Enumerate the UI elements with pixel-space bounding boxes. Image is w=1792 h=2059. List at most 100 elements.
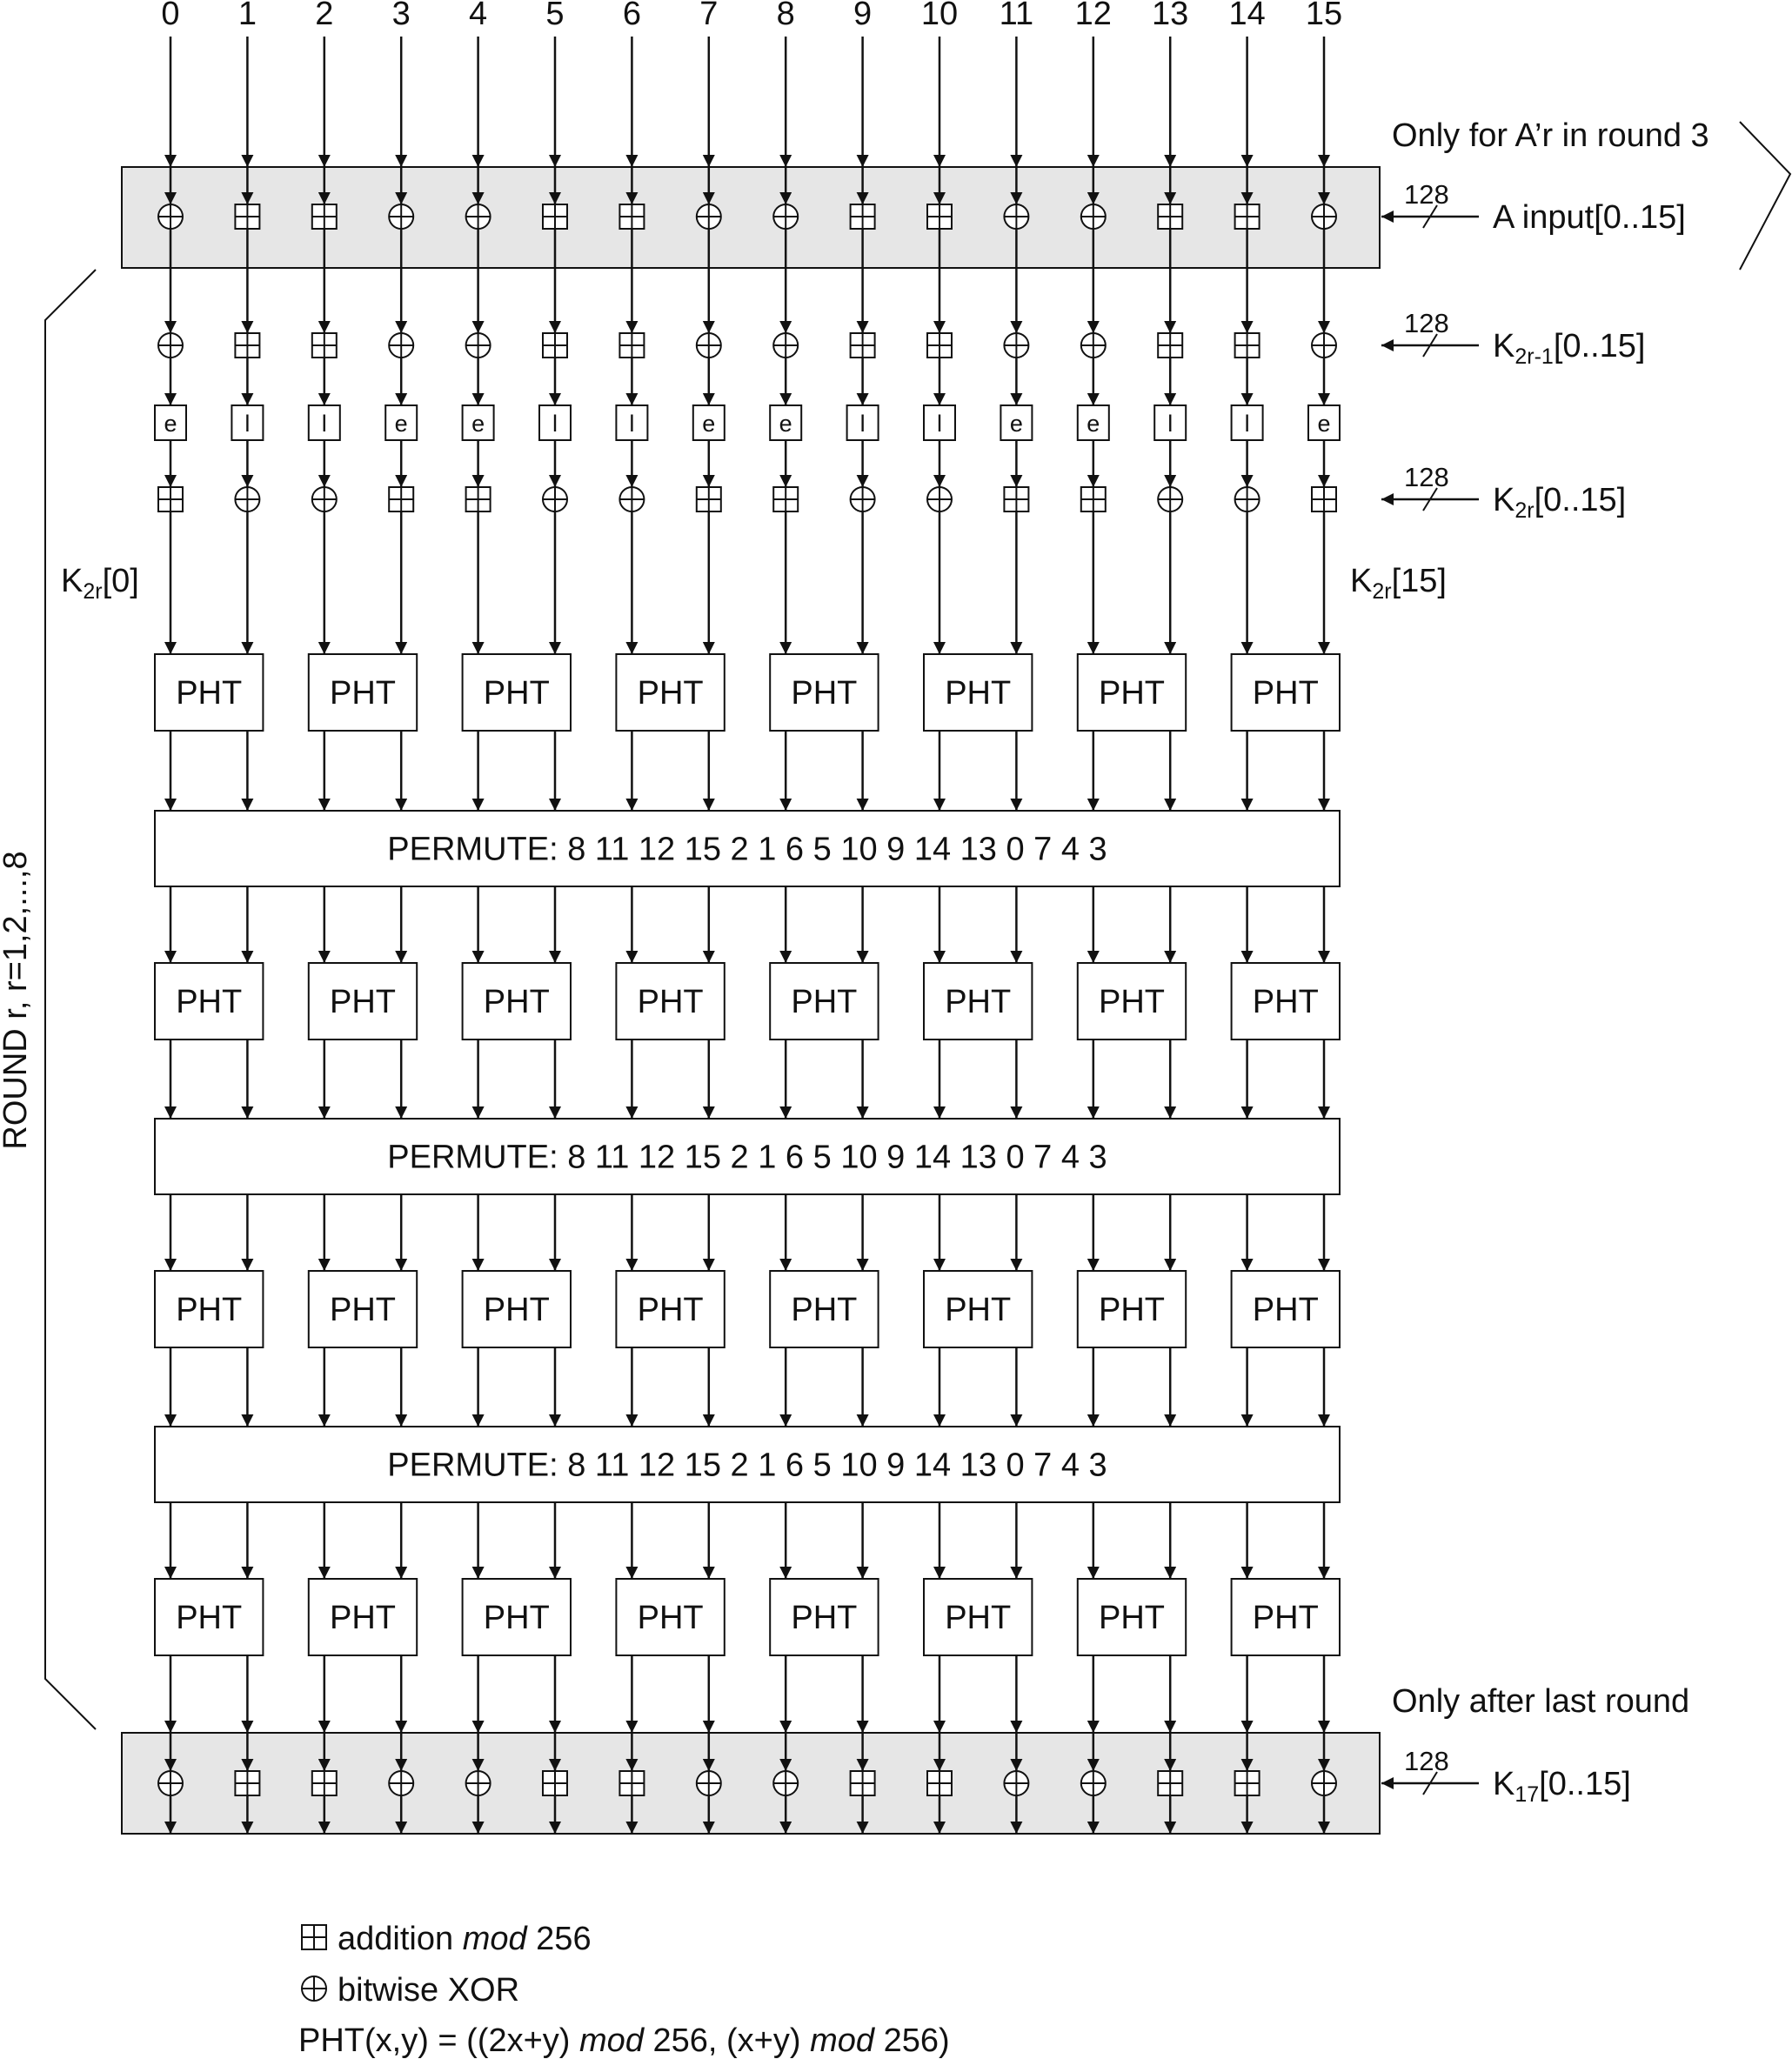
- pht-box: [923, 653, 1033, 732]
- permute-box: [154, 1118, 1341, 1195]
- pht-label: PHT: [176, 984, 242, 1020]
- key1-bus-slash: [1422, 333, 1438, 358]
- column-label: 14: [1228, 0, 1265, 32]
- pht-box: [615, 653, 725, 732]
- left-key-base: K: [61, 563, 83, 599]
- input-stage-panel: [121, 166, 1381, 269]
- pht-box: [615, 962, 725, 1040]
- final-label-sub: 17: [1515, 1782, 1539, 1807]
- pht-label: PHT: [638, 675, 704, 712]
- final-bus-slash: [1422, 1771, 1438, 1795]
- column-label: 2: [315, 0, 333, 32]
- key1-bus-label: K2r-1[0..15]: [1493, 328, 1645, 369]
- sbox-box: [307, 404, 341, 441]
- legend-xor-icon: [301, 1975, 327, 2002]
- pht-box: [923, 1578, 1033, 1656]
- key1-bus-width: 128: [1404, 308, 1449, 338]
- pht-box: [461, 1270, 572, 1348]
- permute-box: [154, 810, 1341, 887]
- key1-label-base: K: [1493, 328, 1515, 364]
- pht-box: [1076, 653, 1187, 732]
- right-key-sub: 2r: [1372, 579, 1391, 604]
- left-key-label: K2r[0]: [61, 563, 139, 604]
- pht-box: [769, 1578, 879, 1656]
- pht-label: PHT: [638, 1292, 704, 1328]
- legend-add-text: addition mod 256: [338, 1921, 592, 1957]
- legend-add-rest: 256: [536, 1921, 591, 1957]
- right-key-rest: [15]: [1392, 563, 1447, 599]
- sbox-box-char: e: [395, 411, 408, 437]
- sbox-box-char: l: [244, 411, 250, 437]
- sbox-box: [615, 404, 649, 441]
- pht-label: PHT: [484, 1600, 550, 1636]
- pht-label: PHT: [1099, 1292, 1165, 1328]
- key2-label-base: K: [1493, 482, 1515, 518]
- input-stage-note: Only for A’r in round 3: [1392, 117, 1709, 154]
- sbox-box: [1153, 404, 1187, 441]
- pht-box: [769, 1270, 879, 1348]
- pht-label: PHT: [1253, 984, 1319, 1020]
- pht-box: [307, 962, 418, 1040]
- final-stage-panel: [121, 1732, 1381, 1835]
- pht-label: PHT: [1253, 675, 1319, 712]
- sbox-box-char: l: [322, 411, 327, 437]
- legend-pht-mod2: mod: [810, 2022, 876, 2059]
- column-label: 7: [699, 0, 718, 32]
- pht-box: [1230, 653, 1341, 732]
- permute-box: [154, 1426, 1341, 1503]
- pht-box: [615, 1578, 725, 1656]
- key2-bus-width: 128: [1404, 462, 1449, 492]
- input-bus-label: A input[0..15]: [1493, 199, 1686, 236]
- column-label: 6: [623, 0, 641, 32]
- sbox-box: [692, 404, 725, 441]
- pht-label: PHT: [791, 1292, 857, 1328]
- column-label: 9: [853, 0, 872, 32]
- legend-add-word: addition: [338, 1921, 453, 1957]
- pht-box: [923, 1270, 1033, 1348]
- legend-add-icon: [301, 1924, 327, 1950]
- pht-label: PHT: [1099, 675, 1165, 712]
- pht-box: [923, 962, 1033, 1040]
- key2-label-sub: 2r: [1515, 498, 1534, 523]
- legend-pht-mod1: mod: [579, 2022, 645, 2059]
- column-label: 1: [238, 0, 257, 32]
- pht-box: [769, 962, 879, 1040]
- pht-label: PHT: [945, 984, 1011, 1020]
- sbox-box: [461, 404, 495, 441]
- pht-label: PHT: [945, 675, 1011, 712]
- pht-box: [307, 1270, 418, 1348]
- column-label: 3: [392, 0, 411, 32]
- permute-label: PERMUTE: 8 11 12 15 2 1 6 5 10 9 14 13 0…: [387, 1140, 1107, 1176]
- final-bus-label: K17[0..15]: [1493, 1766, 1631, 1807]
- pht-box: [307, 653, 418, 732]
- sbox-box: [1307, 404, 1341, 441]
- legend-pht-pre: PHT(x,y) = ((2x+y): [298, 2022, 579, 2059]
- column-label: 15: [1306, 0, 1342, 32]
- sbox-box-char: l: [937, 411, 942, 437]
- sbox-box: [154, 404, 187, 441]
- sbox-box-char: l: [552, 411, 558, 437]
- right-key-label: K2r[15]: [1350, 563, 1447, 604]
- column-label: 12: [1075, 0, 1112, 32]
- sbox-box: [384, 404, 418, 441]
- sbox-box-char: l: [1167, 411, 1173, 437]
- permute-label: PERMUTE: 8 11 12 15 2 1 6 5 10 9 14 13 0…: [387, 1447, 1107, 1484]
- legend-pht-text: PHT(x,y) = ((2x+y) mod 256, (x+y) mod 25…: [298, 2022, 950, 2059]
- sbox-box: [1000, 404, 1033, 441]
- sbox-box: [923, 404, 956, 441]
- pht-box: [461, 962, 572, 1040]
- pht-box: [461, 1578, 572, 1656]
- pht-label: PHT: [1099, 1600, 1165, 1636]
- sbox-box: [846, 404, 879, 441]
- pht-label: PHT: [330, 1292, 396, 1328]
- left-key-sub: 2r: [83, 579, 102, 604]
- pht-box: [615, 1270, 725, 1348]
- pht-box: [154, 962, 264, 1040]
- legend-xor-text: bitwise XOR: [338, 1972, 519, 2009]
- pht-label: PHT: [330, 984, 396, 1020]
- final-stage-note: Only after last round: [1392, 1683, 1689, 1720]
- pht-label: PHT: [484, 675, 550, 712]
- pht-box: [1230, 1270, 1341, 1348]
- pht-label: PHT: [484, 984, 550, 1020]
- pht-label: PHT: [330, 1600, 396, 1636]
